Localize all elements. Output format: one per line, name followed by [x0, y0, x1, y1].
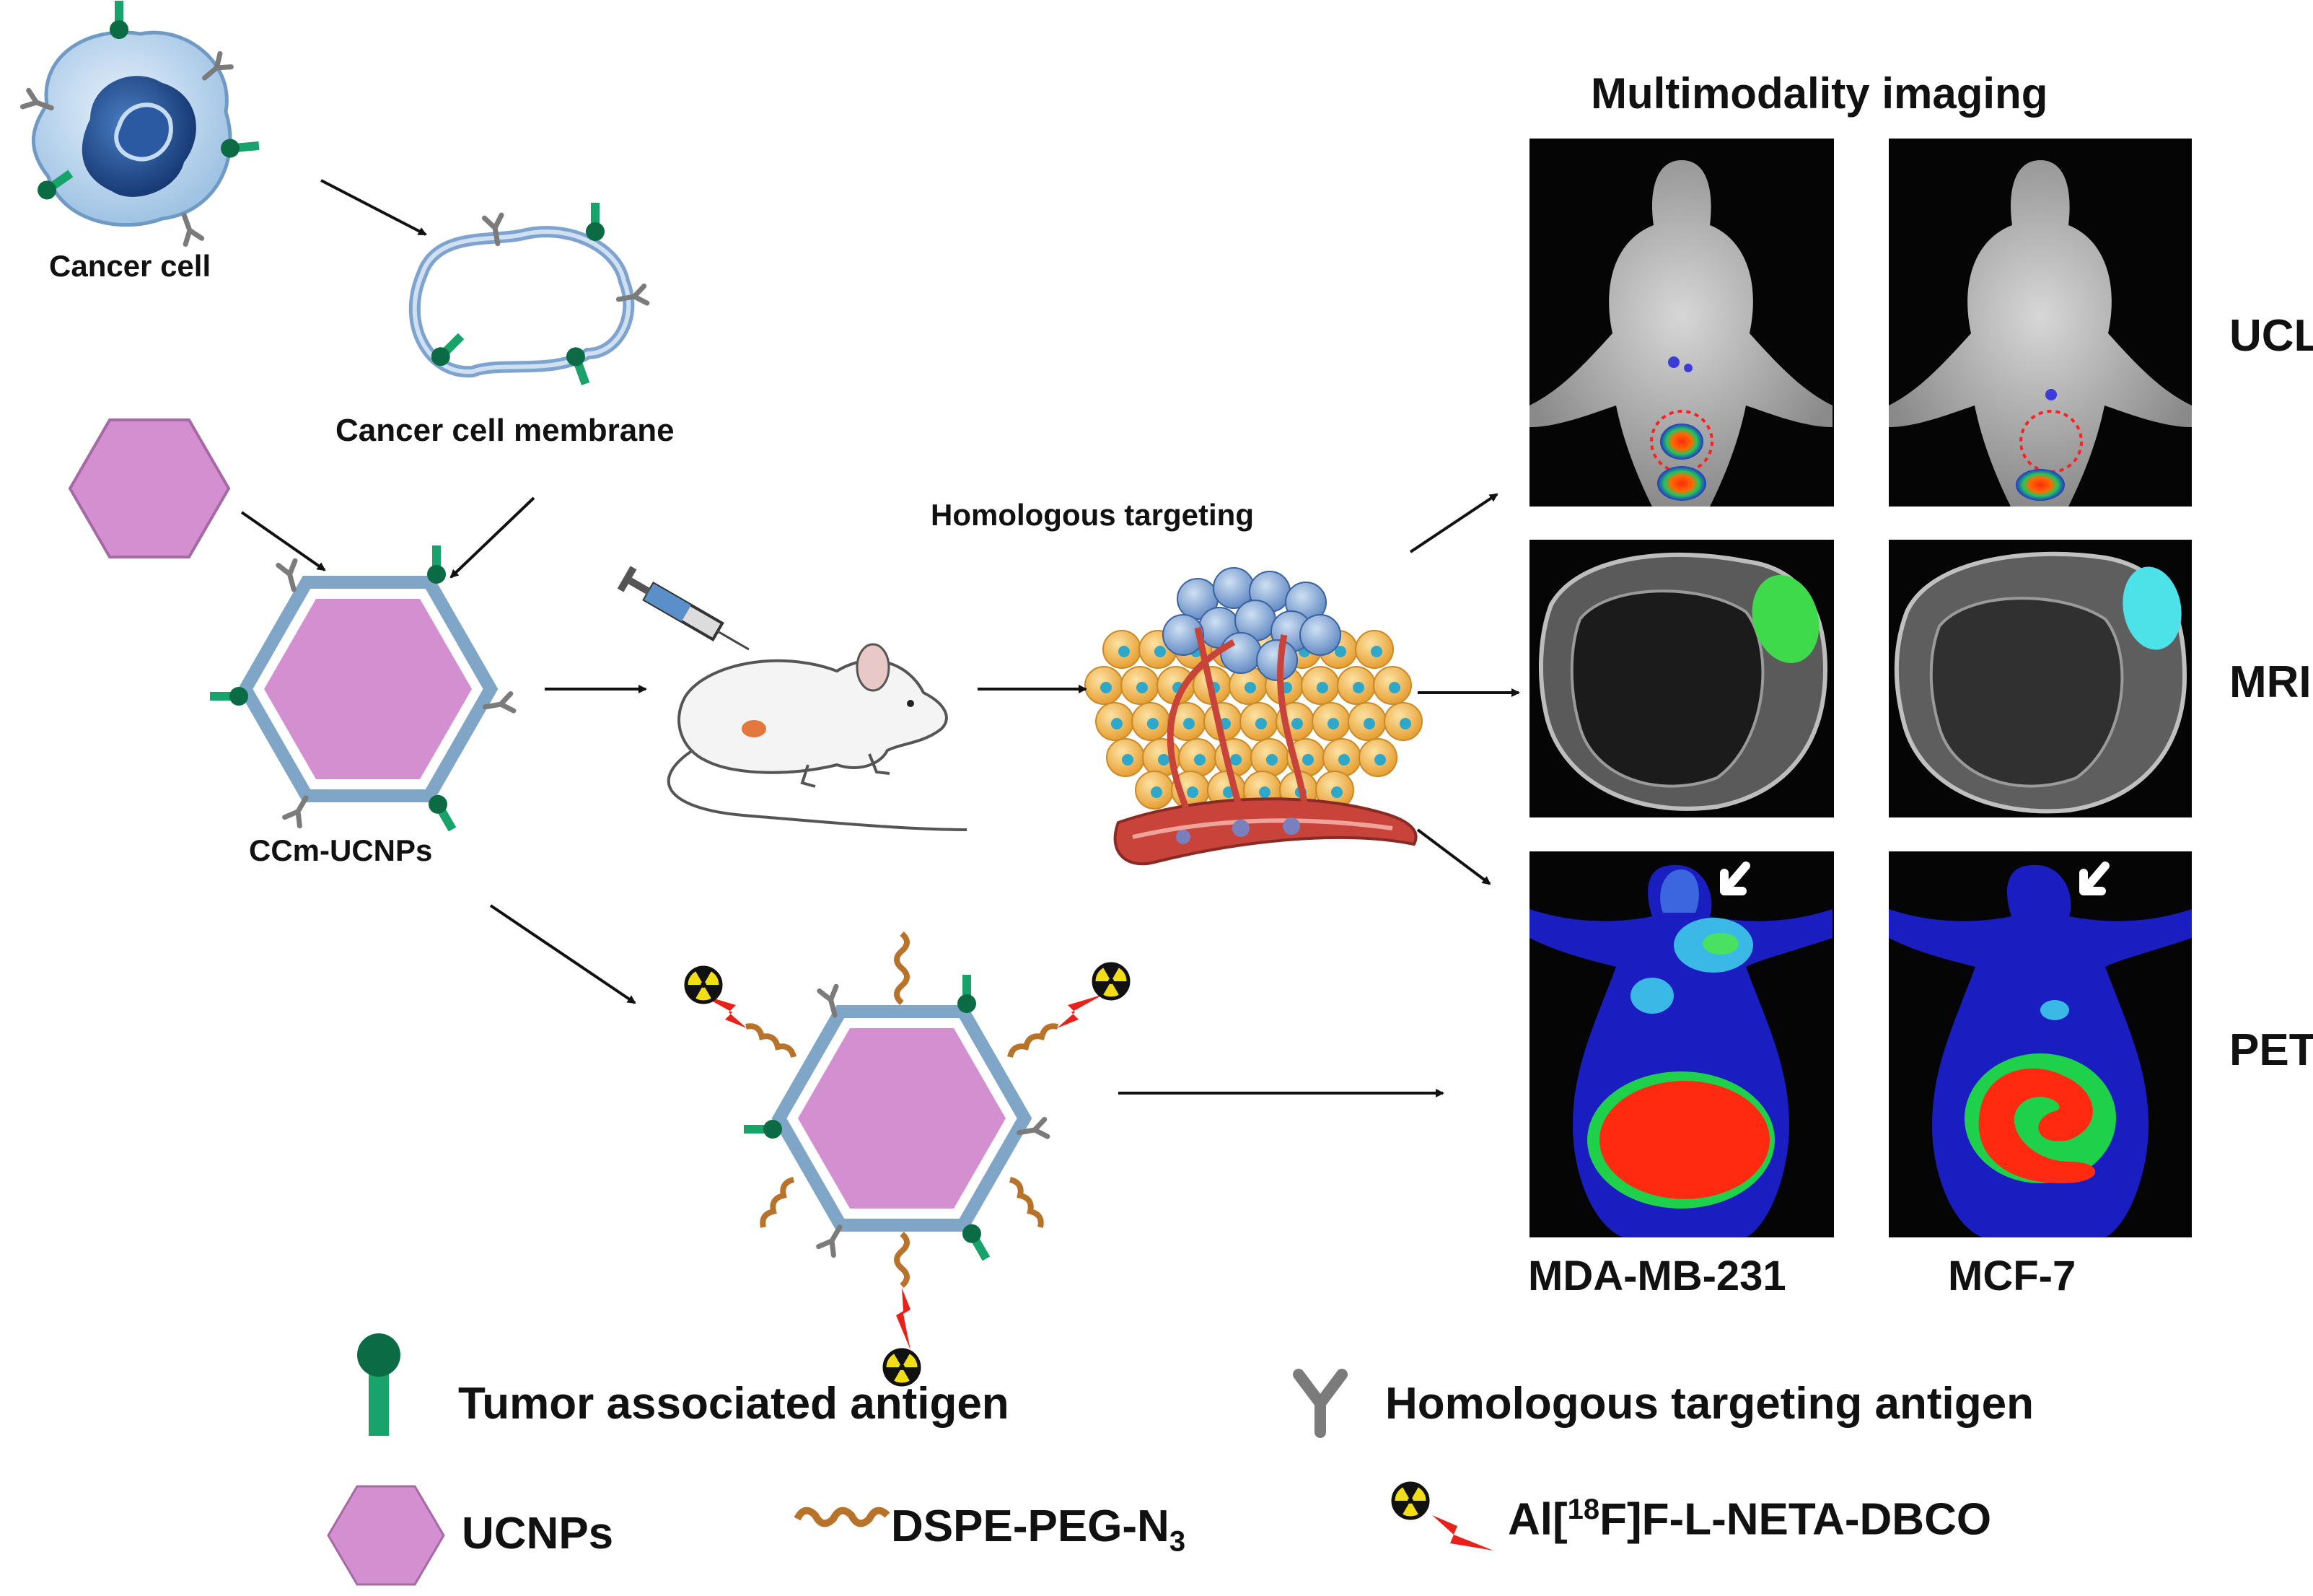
tumor-cell-nucleus [1389, 682, 1400, 693]
mouse-graphic [667, 643, 967, 831]
ucnp-hexagon [68, 418, 231, 558]
tumor-graphic [1084, 567, 1423, 866]
row-label-ucl: UCL [2229, 311, 2313, 361]
tumor-cell-nucleus [1335, 646, 1346, 657]
tumor-cell-nucleus [1245, 682, 1256, 693]
tumor-cell-nucleus [1147, 718, 1159, 729]
tumor-cell-nucleus [1259, 786, 1270, 798]
tumor-cell-nucleus [1374, 754, 1386, 766]
syringe-graphic [617, 566, 750, 651]
tumor-cell-nucleus [1338, 754, 1350, 766]
tumor-cell-nucleus [1230, 754, 1242, 766]
cancer-cell-membrane-label: Cancer cell membrane [335, 413, 675, 448]
ccm-ucnps-label: CCm-UCNPs [249, 833, 433, 867]
legend-radio-linker-icon [1393, 1483, 1493, 1551]
homing-nanoparticle-cell [1220, 632, 1262, 674]
tumor-cell-nucleus [1255, 718, 1267, 729]
al-prefix-text: Al[ [1508, 1494, 1568, 1545]
tumor-cell-nucleus [1151, 786, 1162, 798]
legend-tumor-antigen-label: Tumor associated antigen [458, 1379, 1009, 1429]
homing-nanoparticle-cell [1162, 614, 1204, 656]
cancer-cell-membrane-graphic [408, 203, 647, 387]
tumor-cell-nucleus [1317, 682, 1328, 693]
dspe-subscript: 3 [1169, 1525, 1186, 1558]
homologous-targeting-label: Homologous targeting [931, 498, 1254, 532]
legend-peg-icon [794, 1507, 890, 1527]
tumor-cell-nucleus [1194, 754, 1206, 766]
al-superscript: 18 [1567, 1494, 1600, 1525]
al-suffix-text: F]F-L-NETA-DBCO [1599, 1494, 1992, 1545]
tumor-cell-nucleus [1158, 754, 1169, 766]
tumor-cell-nucleus [1371, 646, 1382, 657]
row-label-pet: PET [2229, 1025, 2313, 1075]
tumor-cell-nucleus [1353, 682, 1364, 693]
legend-homologous-antigen-icon [1293, 1369, 1348, 1438]
tumor-cell-nucleus [1154, 646, 1166, 657]
column-label-mcf-7: MCF-7 [1948, 1253, 2076, 1299]
tumor-cell-nucleus [1100, 682, 1112, 693]
mri-panel-mcf-7 [1889, 540, 2192, 817]
legend-tumor-antigen-icon [357, 1333, 400, 1436]
pet-panel-mda-mb-231 [1529, 851, 1834, 1237]
tumor-cell-nucleus [1331, 786, 1343, 798]
tumor-cell-nucleus [1266, 754, 1278, 766]
legend-ucnp-icon [327, 1485, 445, 1586]
tumor-cell-nucleus [1187, 786, 1198, 798]
pet-panel-mcf-7 [1889, 851, 2192, 1237]
ucl-panel-mda-mb-231 [1529, 139, 1834, 507]
tumor-cell-nucleus [1111, 718, 1123, 729]
tumor-cell-nucleus [1291, 718, 1303, 729]
dspe-main-text: DSPE-PEG-N [891, 1501, 1169, 1551]
ccm-ucnp-graphic [210, 545, 514, 834]
column-label-mda-mb-231: MDA-MB-231 [1528, 1253, 1786, 1299]
homing-nanoparticle-cell [1299, 614, 1341, 656]
tumor-cell-nucleus [1183, 718, 1195, 729]
homing-nanoparticle-cell [1256, 639, 1298, 681]
tumor-cell-nucleus [1136, 682, 1148, 693]
row-label-mri: MRI [2229, 657, 2312, 707]
tumor-cell-nucleus [1400, 718, 1411, 729]
ucl-panel-mcf-7 [1889, 139, 2192, 507]
cancer-cell-graphic [22, 1, 260, 245]
tumor-cell-nucleus [1364, 718, 1375, 729]
tumor-cell-nucleus [1122, 754, 1133, 766]
legend-homologous-antigen-label: Homologous targeting antigen [1385, 1379, 2034, 1429]
legend-ucnps-label: UCNPs [462, 1509, 614, 1558]
tumor-cell-nucleus [1327, 718, 1339, 729]
legend-al-label: Al[18F]F-L-NETA-DBCO [1508, 1494, 1991, 1545]
radiolabeled-ucnp-graphic [686, 931, 1128, 1385]
tumor-cell-nucleus [1302, 754, 1314, 766]
mri-panel-mda-mb-231 [1529, 540, 1834, 817]
page-title: Multimodality imaging [1591, 69, 2048, 118]
cancer-cell-label: Cancer cell [49, 249, 211, 283]
tumor-cell-nucleus [1118, 646, 1130, 657]
flow-arrows [240, 179, 1520, 1097]
legend-dspe-peg-label: DSPE-PEG-N3 [891, 1501, 1185, 1558]
